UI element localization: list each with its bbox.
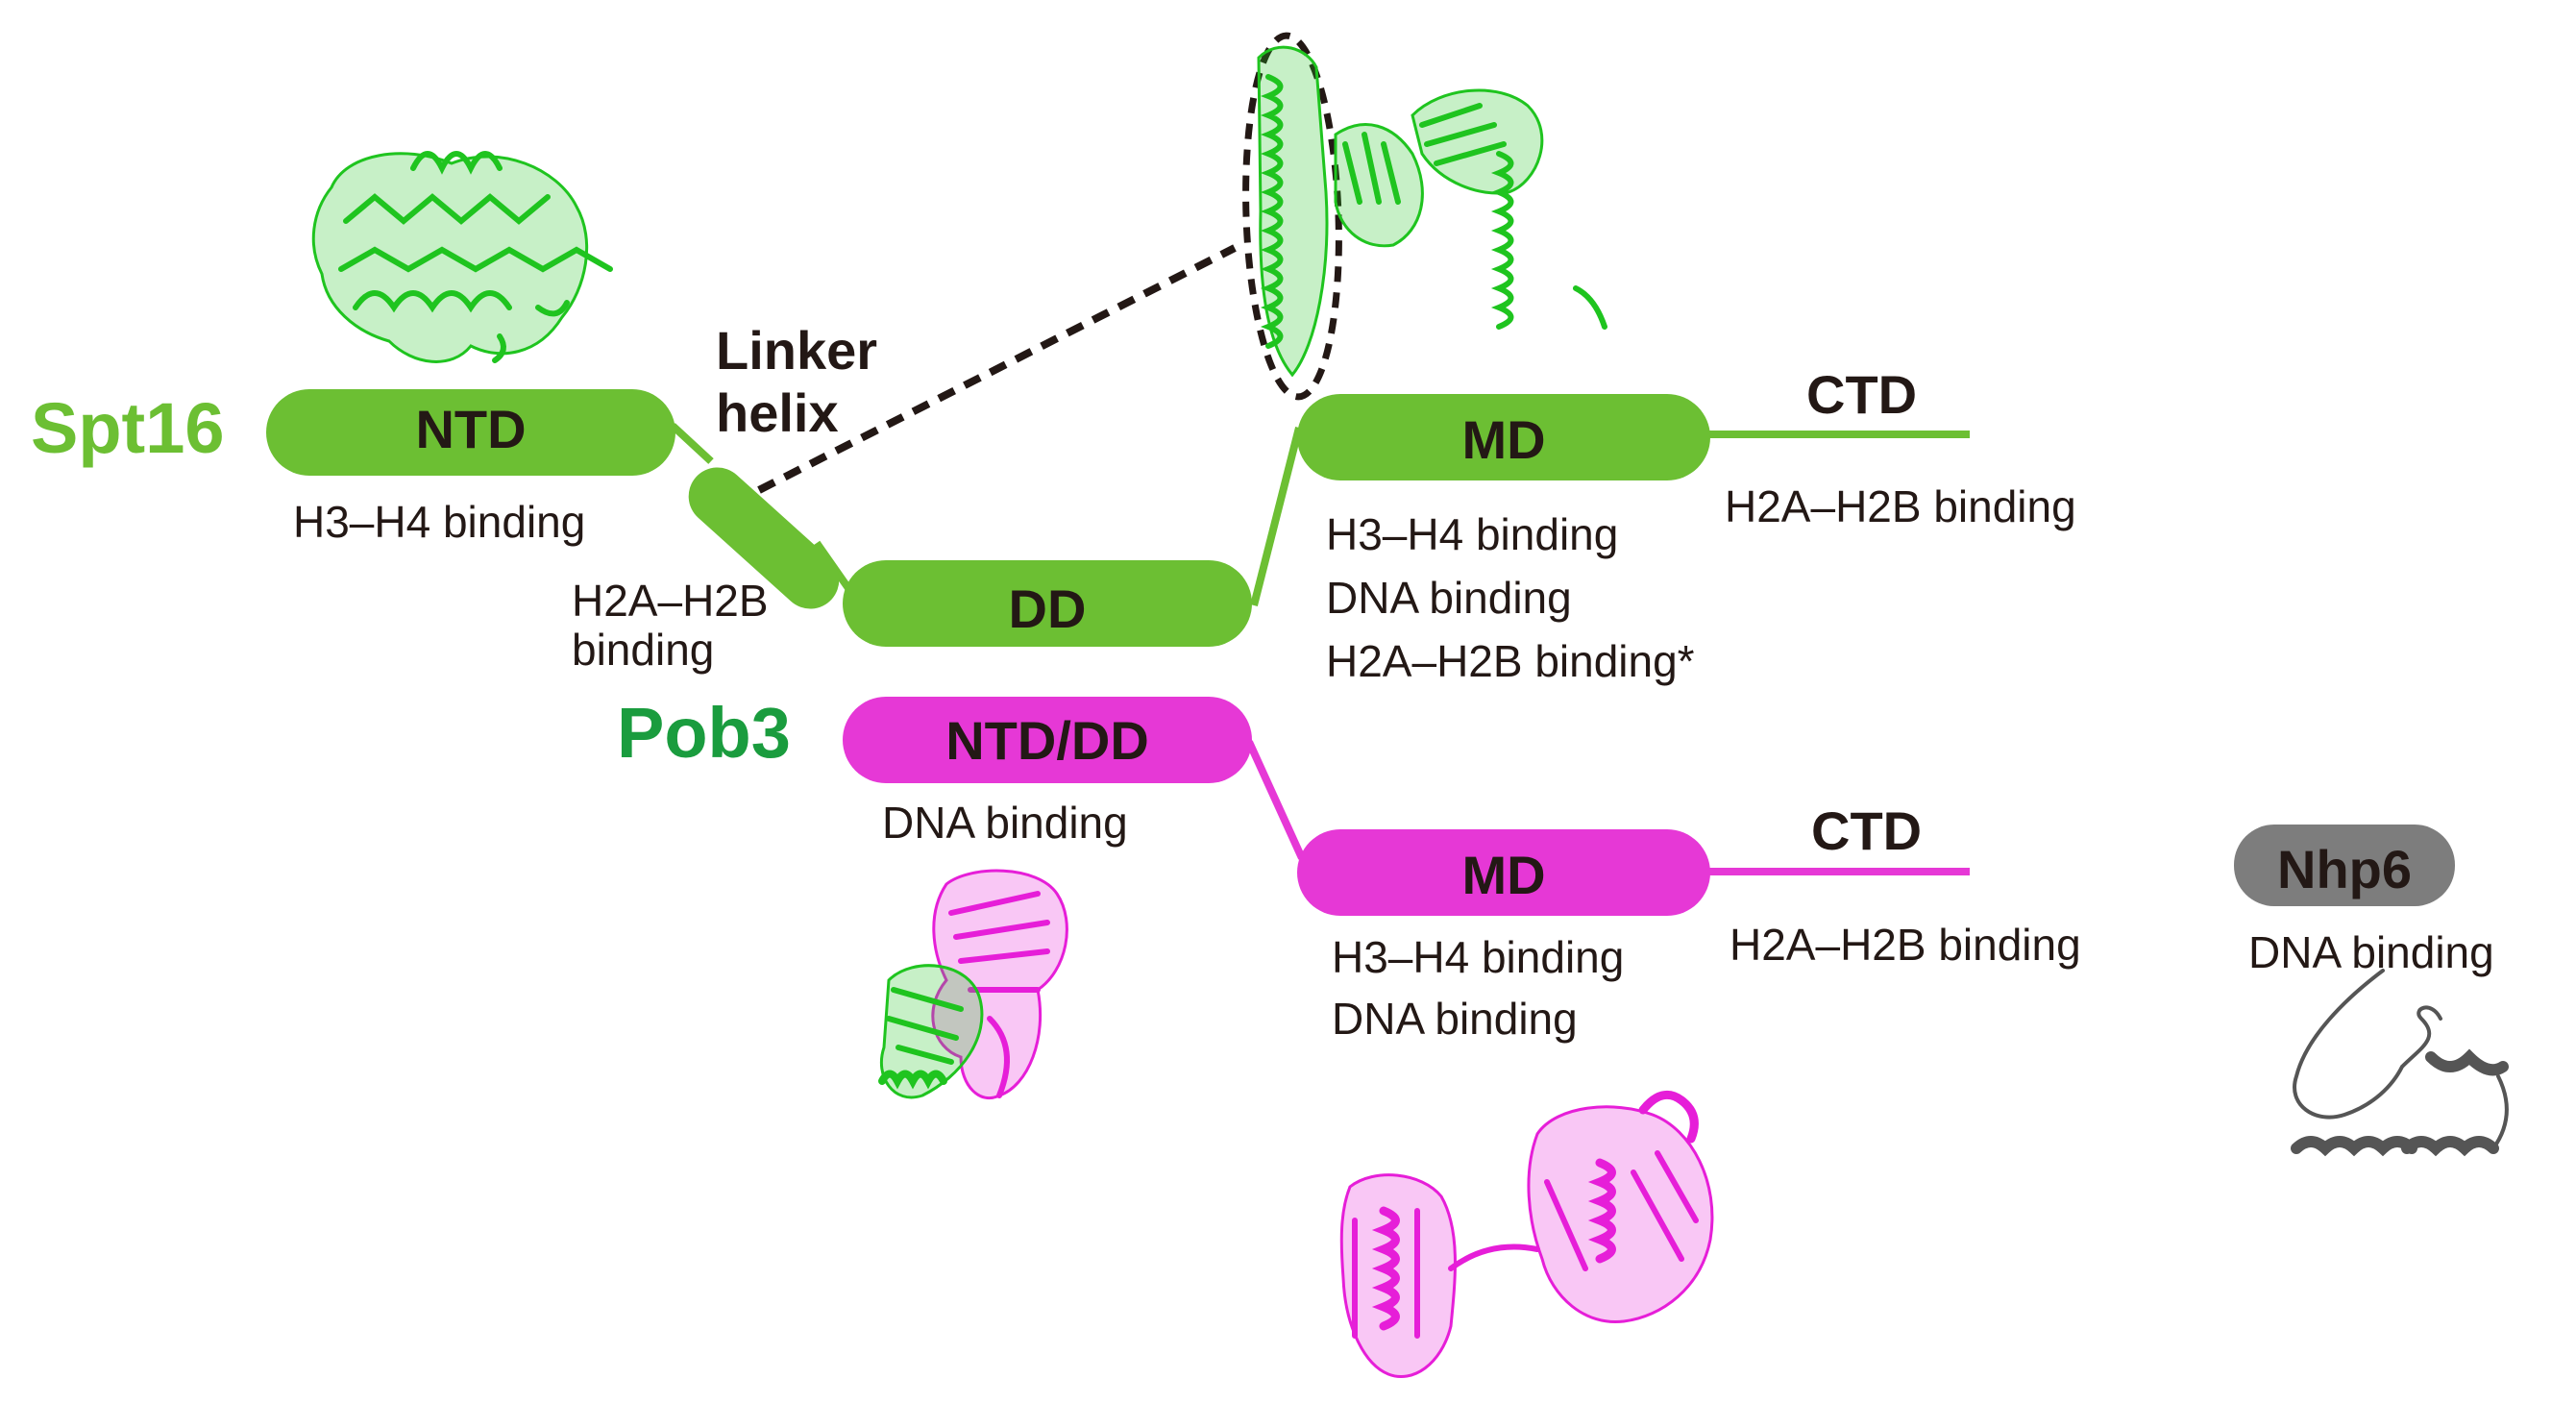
pob3-ntd-dd-bar (843, 697, 1252, 783)
spt16-ctd-function: H2A–H2B binding (1725, 481, 2076, 531)
pob3-ntd-dd-function: DNA binding (882, 798, 1128, 848)
linker-helix-label-line1: Linker (716, 320, 878, 381)
pob3-md-structure-icon (1339, 1090, 1714, 1379)
nhp6-label: Nhp6 (2277, 839, 2412, 899)
spt16-md-function-1: H3–H4 binding (1326, 509, 1619, 559)
spt16-md-bar (1297, 394, 1710, 480)
nhp6-structure-icon (2291, 969, 2509, 1157)
spt16-md-function-3: H2A–H2B binding* (1326, 636, 1695, 686)
linker-function-line1: H2A–H2B (572, 576, 769, 626)
spt16-name: Spt16 (31, 388, 225, 468)
nhp6-function: DNA binding (2248, 927, 2494, 977)
linker-helix-label-line2: helix (716, 382, 839, 443)
spt16-ctd-label: CTD (1806, 364, 1918, 425)
pob3-md-label: MD (1461, 845, 1546, 905)
pob3-md-function-1: H3–H4 binding (1332, 932, 1625, 982)
pob3-md-bar (1297, 829, 1710, 916)
spt16-md-label: MD (1461, 409, 1546, 470)
spt16-ntd-label: NTD (415, 399, 527, 459)
spt16-dd-md-connector (1250, 427, 1303, 606)
spt16-dd-label: DD (1008, 579, 1087, 639)
pob3-name: Pob3 (617, 693, 791, 773)
pob3-ctd-function: H2A–H2B binding (1730, 920, 2081, 970)
spt16-dd-structure-icon (1257, 45, 1607, 378)
pob3-ctd-label: CTD (1811, 800, 1923, 861)
pob3-ntd-md-connector (1245, 740, 1306, 860)
pob3-ntd-dd-label: NTD/DD (945, 710, 1149, 771)
spt16-ntd-function: H3–H4 binding (293, 497, 586, 547)
pob3-md-function-2: DNA binding (1332, 994, 1578, 1044)
spt16-ntd-linker-connector (670, 423, 714, 464)
linker-function-line2: binding (572, 625, 715, 675)
spt16-md-function-2: DNA binding (1326, 573, 1572, 623)
linker-helix-callout-line (757, 244, 1237, 494)
spt16-linker-helix-bar (688, 467, 840, 609)
spt16-ntd-structure-icon (311, 151, 613, 363)
spt16-ntd-bar (266, 389, 675, 476)
spt16-dd-bar (843, 560, 1252, 647)
pob3-ntd-dd-structure-icon (878, 869, 1068, 1099)
nhp6-bar (2234, 825, 2455, 906)
